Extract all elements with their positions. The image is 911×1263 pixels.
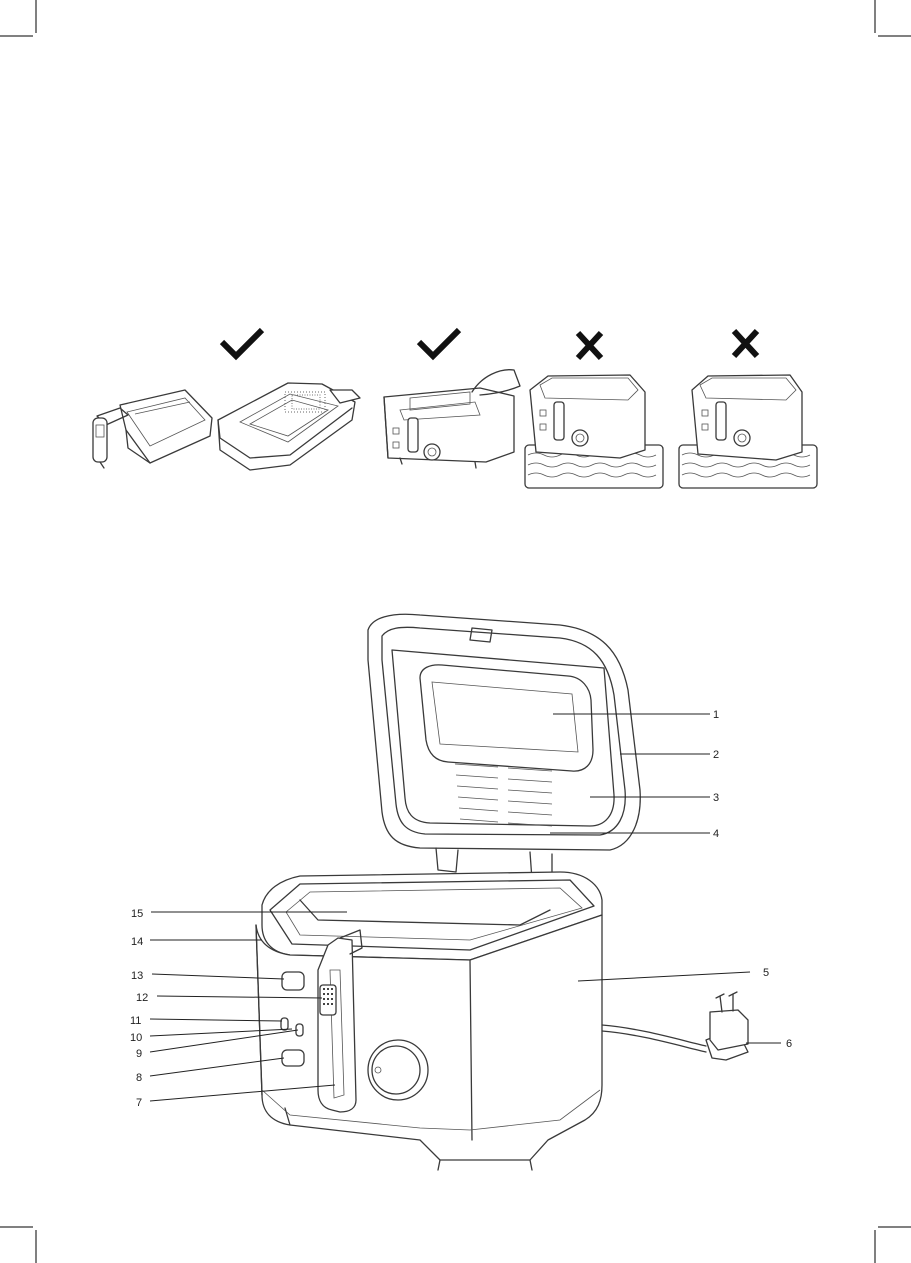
closed-fryer-drawing <box>384 370 520 468</box>
part-label-6: 6 <box>786 1038 792 1050</box>
part-label-8: 8 <box>136 1072 142 1084</box>
check-icon <box>419 330 459 356</box>
fryer-body-drawing <box>256 872 748 1170</box>
part-label-13: 13 <box>131 970 143 982</box>
part-label-11: 11 <box>130 1015 141 1027</box>
submerged-fryer-drawing <box>525 375 663 488</box>
part-label-5: 5 <box>763 967 769 979</box>
cross-icon <box>734 331 757 356</box>
part-label-7: 7 <box>136 1097 142 1109</box>
submerged-fryer-drawing <box>679 375 817 488</box>
frying-basket-drawing <box>93 390 212 468</box>
usage-row <box>93 330 817 488</box>
part-label-1: 1 <box>713 709 719 721</box>
open-lid-drawing <box>368 614 640 882</box>
cross-icon <box>578 333 601 358</box>
check-icon <box>222 330 262 356</box>
lid-drawing <box>218 383 360 470</box>
part-label-14: 14 <box>131 936 143 948</box>
part-label-15: 15 <box>131 908 143 920</box>
part-label-10: 10 <box>130 1032 142 1044</box>
part-label-9: 9 <box>136 1048 142 1060</box>
parts-diagram: 1 2 3 4 5 6 7 8 9 10 11 12 13 14 15 <box>130 614 792 1170</box>
part-label-2: 2 <box>713 749 719 761</box>
part-label-4: 4 <box>713 828 719 840</box>
part-label-12: 12 <box>136 992 148 1004</box>
part-label-3: 3 <box>713 792 719 804</box>
